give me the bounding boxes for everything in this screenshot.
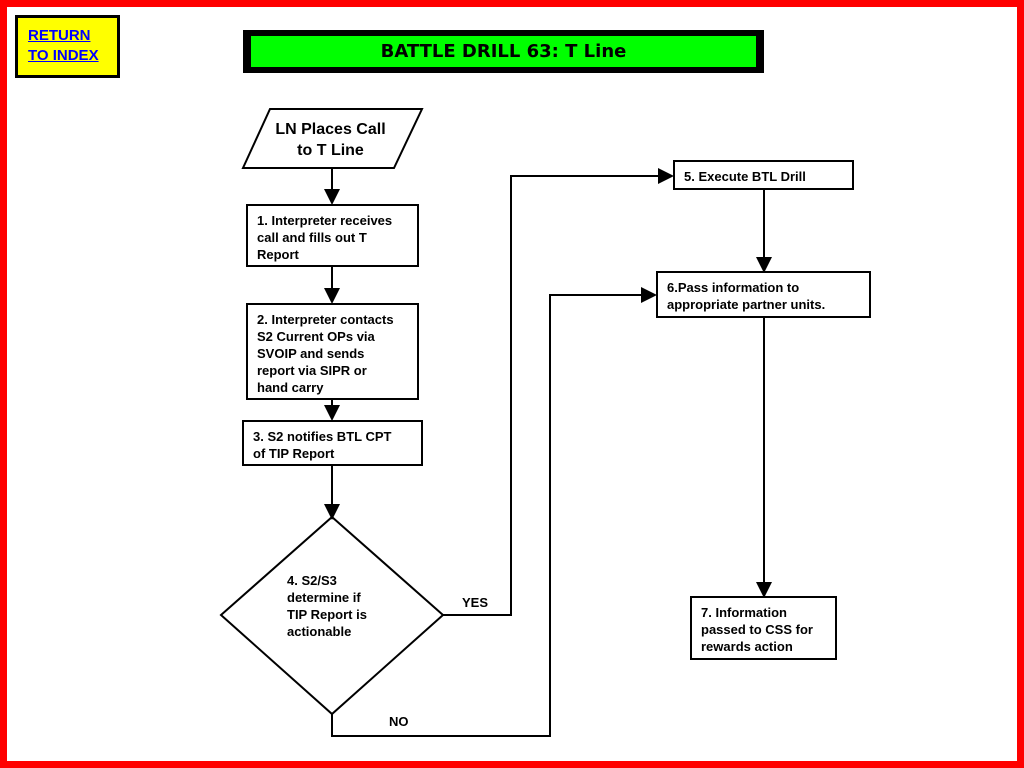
return-to-index-label: RETURN TO INDEX: [28, 27, 99, 64]
yes-label: YES: [462, 595, 489, 610]
step1-box: 1. Interpreter receives call and fills o…: [246, 204, 419, 267]
step3-box: 3. S2 notifies BTL CPT of TIP Report: [242, 420, 423, 466]
arrow-no-to-step6: [331, 287, 657, 737]
no-label: NO: [389, 714, 409, 729]
page-title: BATTLE DRILL 63: T Line: [251, 36, 756, 67]
step5-box: 5. Execute BTL Drill: [673, 160, 854, 190]
step6-box: 6.Pass information to appropriate partne…: [656, 271, 871, 318]
start-parallelogram: [241, 108, 424, 169]
step2-box: 2. Interpreter contacts S2 Current OPs v…: [246, 303, 419, 400]
decision-label: 4. S2/S3 determine if TIP Report is acti…: [287, 573, 367, 639]
return-to-index-button[interactable]: RETURN TO INDEX: [15, 15, 120, 78]
step7-box: 7. Information passed to CSS for rewards…: [690, 596, 837, 660]
start-label: LN Places Call to T Line: [275, 121, 386, 159]
title-banner: BATTLE DRILL 63: T Line: [243, 30, 764, 73]
arrow-yes-to-step5: [443, 168, 674, 616]
